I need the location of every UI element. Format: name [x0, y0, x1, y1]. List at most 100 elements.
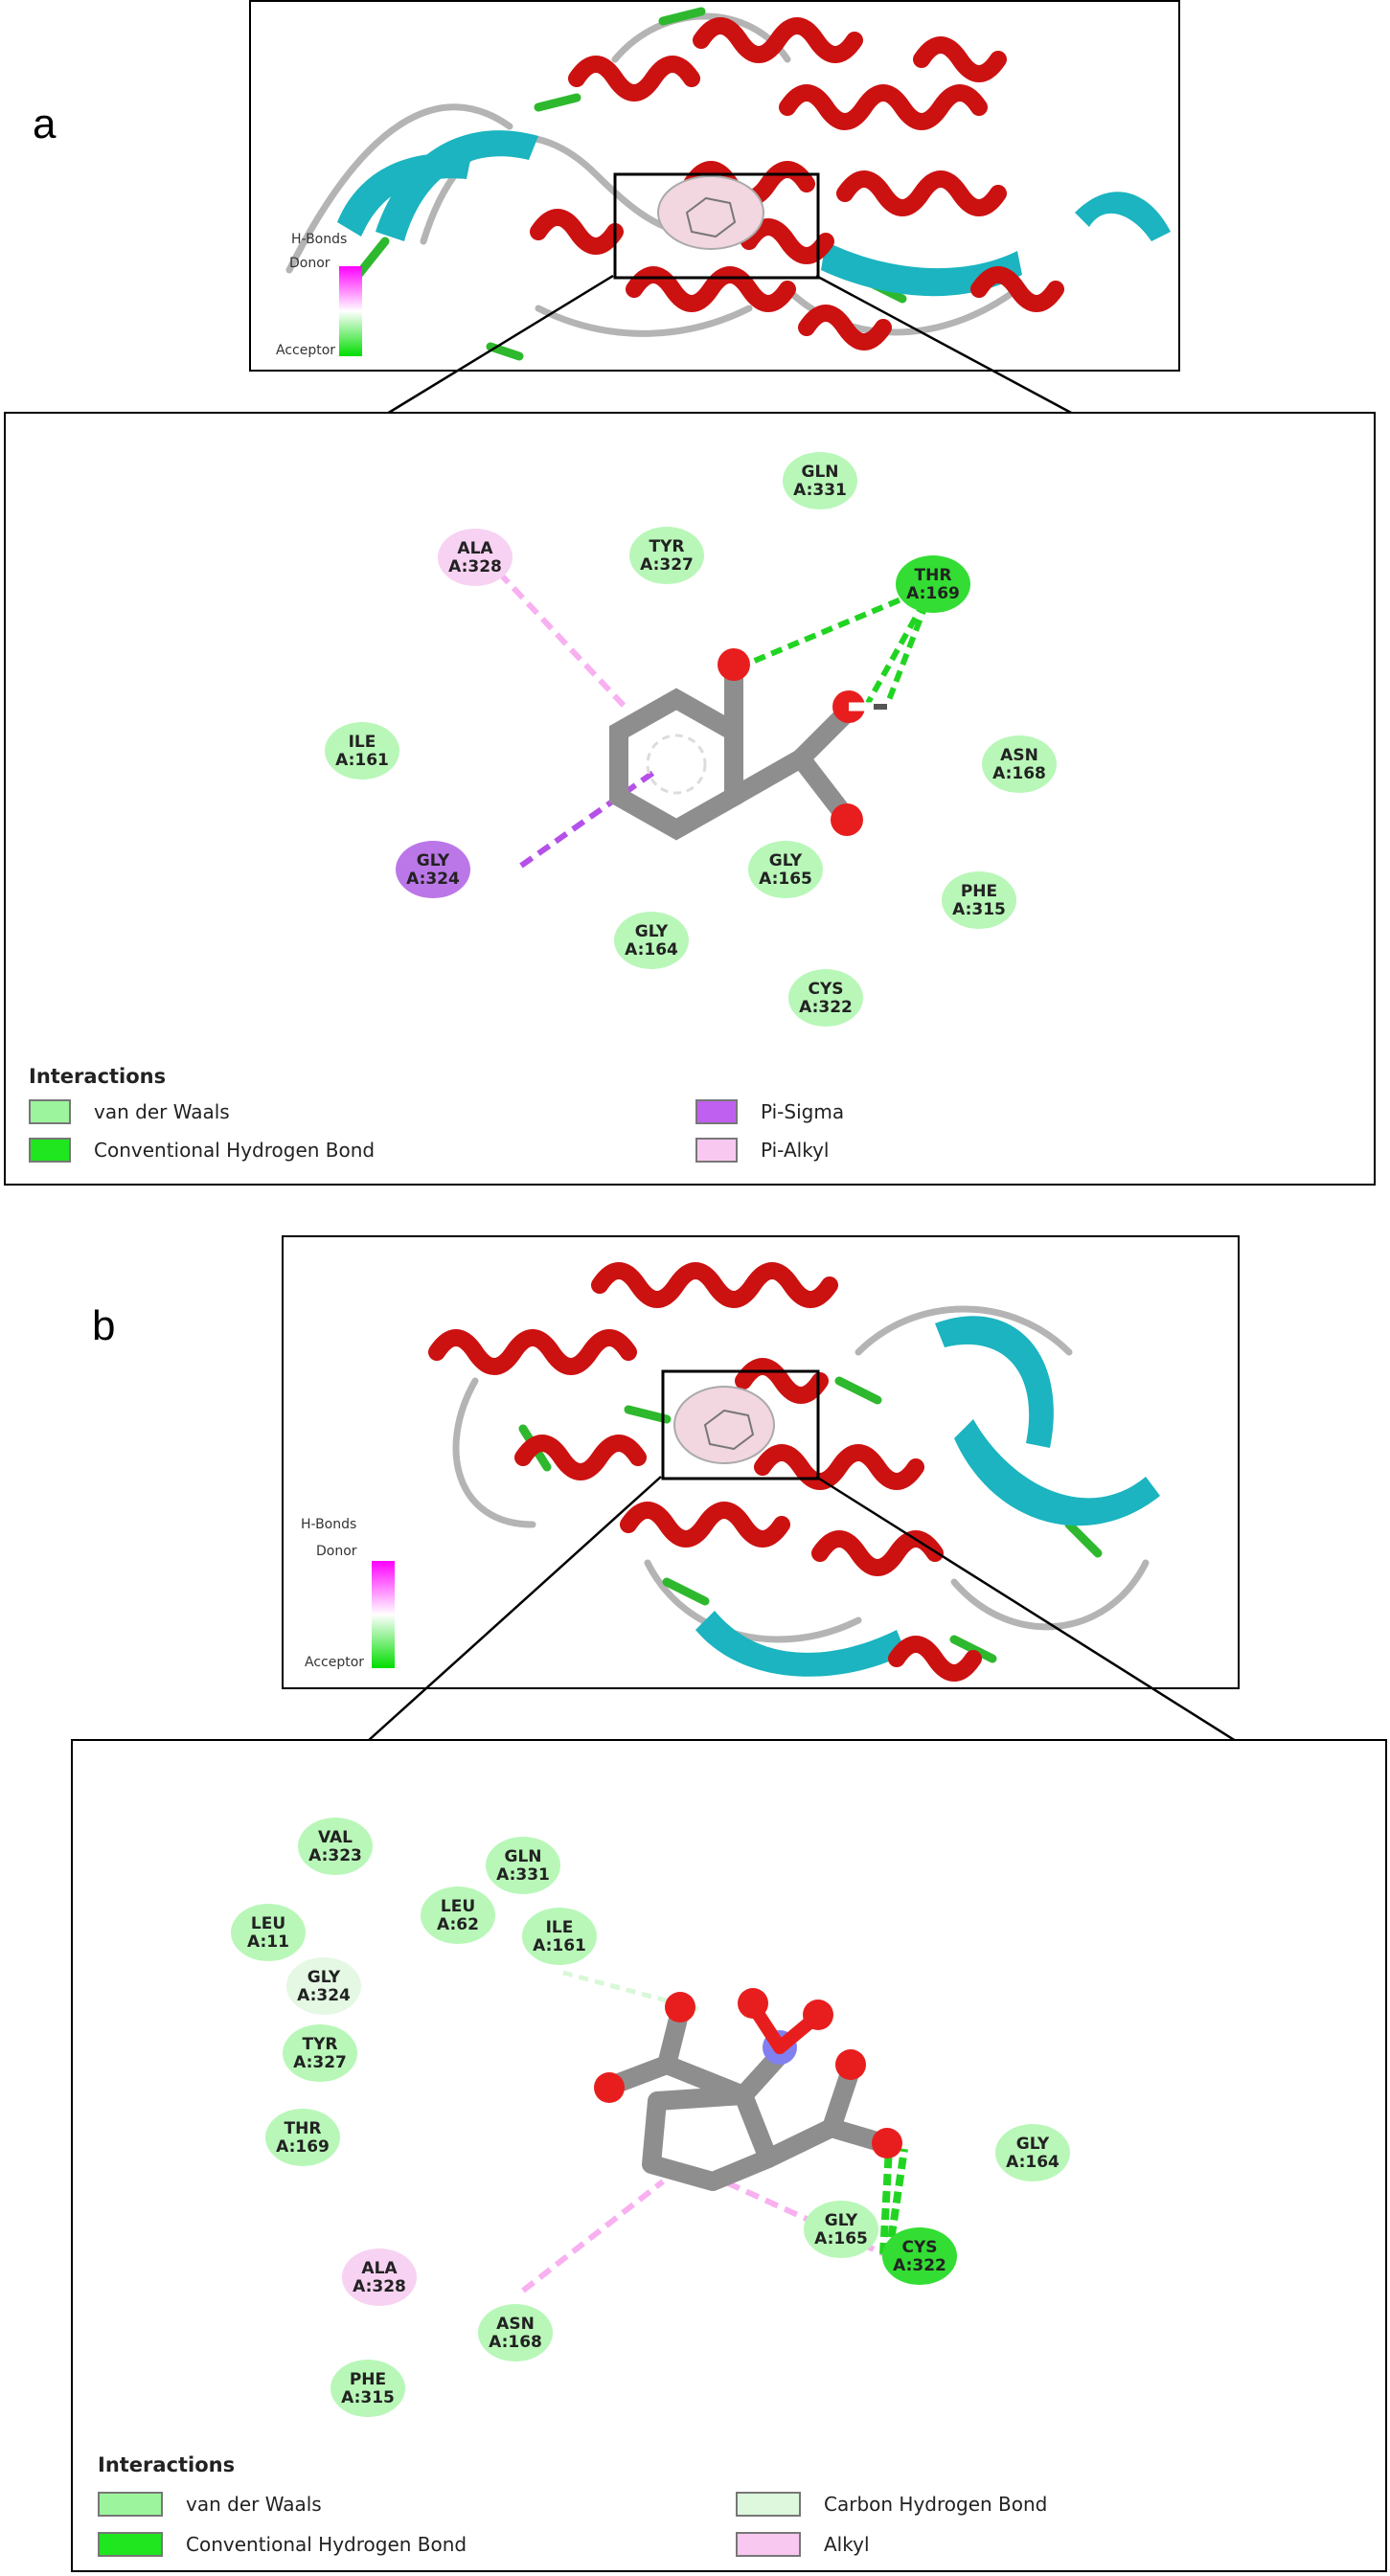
residue-name: PHE — [350, 2370, 386, 2389]
legend-swatch — [736, 2492, 801, 2517]
residue-position: A:324 — [406, 870, 460, 889]
residue-bubble — [614, 912, 689, 969]
legend-swatch — [29, 1138, 71, 1163]
residue-position: A:328 — [353, 2277, 406, 2296]
residue-name: GLY — [417, 851, 450, 870]
legend-item-hbond-a: Conventional Hydrogen Bond — [29, 1138, 375, 1163]
pi-sigma-line-a — [519, 767, 659, 869]
residue-name: LEU — [441, 1897, 475, 1916]
residue-bubble — [283, 2024, 357, 2082]
hbonds-gradient-bar-b — [372, 1561, 395, 1668]
hbonds-acceptor-label-a: Acceptor — [276, 343, 336, 358]
hbonds-title-a: H-Bonds — [291, 232, 348, 247]
legend-label: Pi-Alkyl — [761, 1139, 830, 1162]
residue-name: TYR — [649, 537, 685, 556]
residue-name: ILE — [546, 1918, 574, 1937]
hbonds-title-b: H-Bonds — [301, 1517, 357, 1532]
residue-position: A:62 — [437, 1915, 479, 1934]
residue-name: CYS — [901, 2238, 937, 2257]
residue-position: A:315 — [341, 2388, 395, 2407]
legend-swatch — [29, 1099, 71, 1124]
hbonds-donor-label-a: Donor — [289, 256, 330, 271]
residue-name: ALA — [361, 2259, 398, 2278]
legend-item-pi-alkyl-a: Pi-Alkyl — [695, 1138, 829, 1163]
residue-name: GLY — [825, 2211, 858, 2230]
residue-name: VAL — [318, 1828, 353, 1847]
panel-a-protein-view: H-Bonds Donor Acceptor — [249, 0, 1180, 372]
residue-position: A:331 — [793, 481, 847, 500]
residue-bubble — [342, 2248, 417, 2306]
residue-position: A:169 — [276, 2137, 330, 2157]
residue-bubble — [748, 841, 823, 898]
ligand-a — [609, 648, 887, 841]
residue-name: GLY — [769, 851, 803, 870]
residue-position: A:322 — [799, 998, 853, 1017]
residue-position: A:169 — [906, 584, 960, 603]
residue-name: PHE — [961, 882, 997, 901]
residue-bubble — [478, 2304, 553, 2361]
panel-a-label: a — [33, 101, 57, 147]
legend-swatch — [98, 2532, 163, 2557]
residue-position: A:322 — [893, 2256, 946, 2275]
hbonds-gradient-bar-a — [339, 266, 362, 356]
zoom-box-b — [661, 1369, 820, 1480]
residue-bubble — [804, 2201, 878, 2258]
legend-item-pi-sigma-a: Pi-Sigma — [695, 1099, 844, 1124]
residue-name: GLY — [308, 1968, 341, 1987]
interaction-diagram-b — [521, 1970, 908, 2294]
residue-position: A:168 — [489, 2333, 542, 2352]
legend-label: van der Waals — [94, 1100, 230, 1123]
legend-swatch — [98, 2492, 163, 2517]
residue-position: A:164 — [625, 940, 678, 960]
residue-bubble — [265, 2109, 340, 2166]
legend-item-hbond-b: Conventional Hydrogen Bond — [98, 2532, 467, 2557]
hbond-line-a1 — [743, 583, 935, 667]
residue-name: GLY — [1016, 2135, 1050, 2154]
residue-name: ASN — [496, 2315, 535, 2334]
panel-b-protein-view: H-Bonds Donor Acceptor — [282, 1235, 1240, 1689]
legend-label: van der Waals — [186, 2493, 322, 2516]
residue-bubble — [438, 529, 513, 586]
residue-name: LEU — [251, 1914, 285, 1933]
zoom-box-a — [613, 172, 820, 280]
residue-bubble — [896, 555, 970, 613]
alkyl-line-b1 — [521, 2179, 665, 2294]
protein-ribbon-a — [285, 7, 1171, 361]
residue-position: A:324 — [297, 1986, 351, 2005]
hbond-line-b2 — [885, 2148, 908, 2255]
legend-item-vdw-b: van der Waals — [98, 2492, 322, 2517]
residue-position: A:161 — [335, 751, 389, 770]
residue-bubble — [231, 1904, 306, 1961]
legend-item-vdw-a: van der Waals — [29, 1099, 230, 1124]
legend-label: Conventional Hydrogen Bond — [186, 2533, 467, 2556]
legend-label: Alkyl — [824, 2533, 870, 2556]
residue-name: GLN — [504, 1847, 541, 1866]
residue-name: ILE — [349, 733, 376, 752]
pi-alkyl-line-a — [482, 554, 631, 713]
residue-name: TYR — [303, 2035, 338, 2054]
protein-ribbon-b — [428, 1262, 1160, 1682]
residue-name: ASN — [1000, 746, 1038, 765]
residue-name: CYS — [808, 980, 843, 999]
panel-b-label: b — [92, 1302, 116, 1349]
legend-swatch — [736, 2532, 801, 2557]
residue-name: THR — [915, 566, 952, 585]
residue-position: A:323 — [308, 1846, 362, 1865]
